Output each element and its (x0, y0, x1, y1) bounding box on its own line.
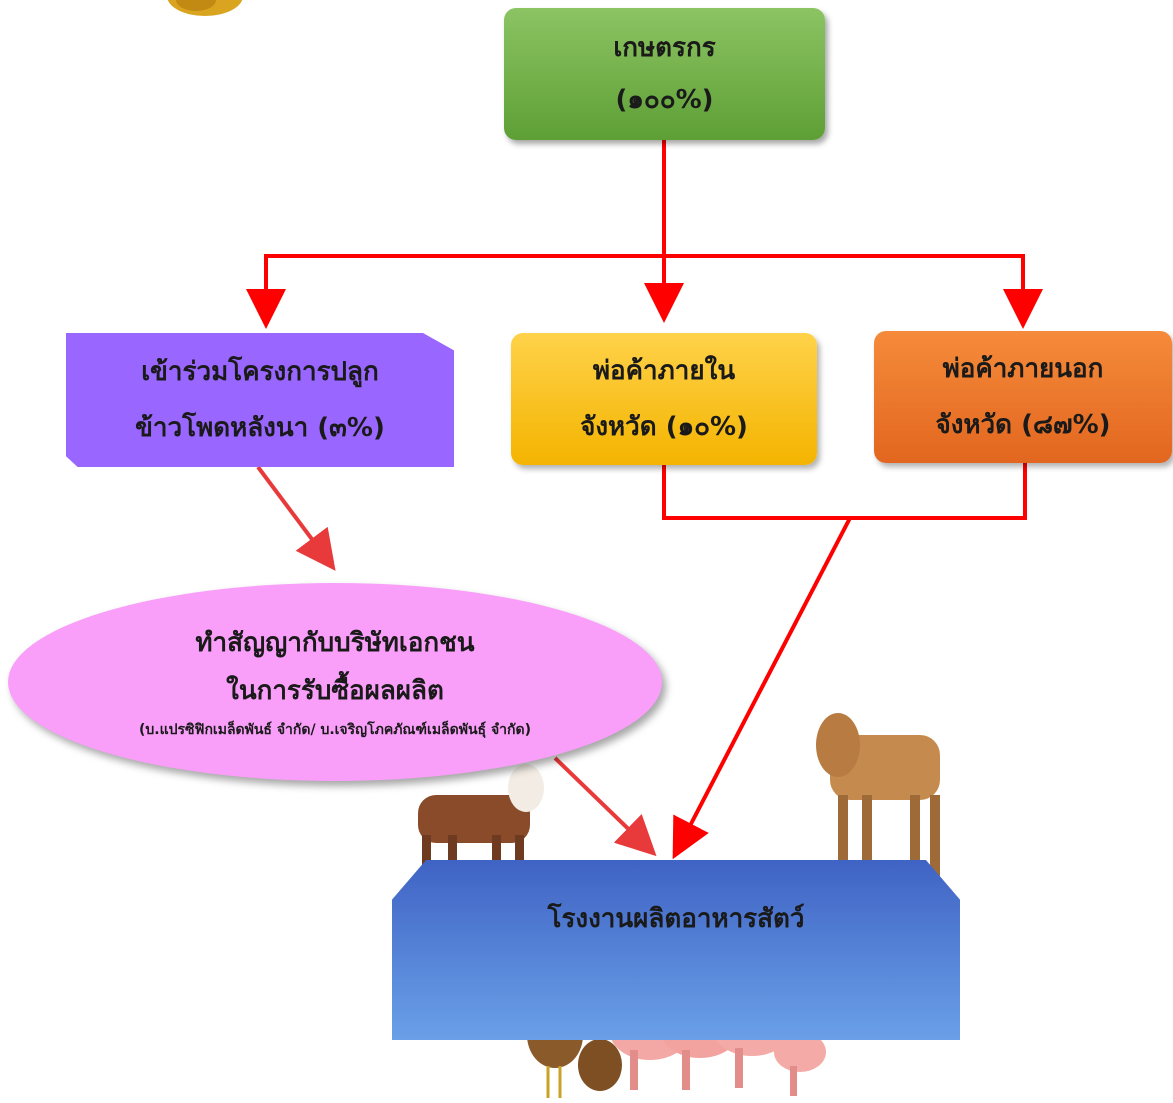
farmers-share: (๑๐๐%) (615, 85, 714, 115)
contract-ellipse: ทำสัญญากับบริษัทเอกชน ในการรับซื้อผลผลิต… (8, 583, 662, 781)
traders-to-factory-arrow (672, 517, 852, 860)
traders-join-line (662, 463, 1027, 520)
contract-line2: ในการรับซื้อผลผลิต (226, 676, 444, 706)
corn-icon (167, 0, 243, 16)
project-line2: ข้าวโพดหลังนา (๓%) (135, 413, 385, 443)
local-traders-box: พ่อค้าภายใน จังหวัด (๑๐%) (511, 333, 817, 465)
contract-to-factory-arrow (553, 756, 657, 857)
farmers-box: เกษตรกร (๑๐๐%) (504, 8, 825, 140)
factory-label: โรงงานผลิตอาหารสัตว์ (547, 904, 805, 934)
contract-line1: ทำสัญญากับบริษัทเอกชน (195, 628, 475, 658)
project-line1: เข้าร่วมโครงการปลูก (141, 357, 379, 387)
project-to-contract-arrow (256, 465, 336, 571)
outside-traders-box: พ่อค้าภายนอก จังหวัด (๘๗%) (874, 331, 1172, 463)
cow-icon (816, 713, 940, 885)
feed-factory-box: โรงงานผลิตอาหารสัตว์ (392, 860, 960, 1040)
local-traders-line2: จังหวัด (๑๐%) (580, 412, 748, 442)
outside-traders-line2: จังหวัด (๘๗%) (935, 410, 1111, 440)
project-box: เข้าร่วมโครงการปลูก ข้าวโพดหลังนา (๓%) (66, 333, 454, 467)
outside-traders-line1: พ่อค้าภายนอก (942, 354, 1104, 384)
local-traders-line1: พ่อค้าภายใน (592, 356, 736, 386)
contract-companies-note: (บ.แปรซิฟิกเมล็ดพันธ์ จำกัด/ บ.เจริญโภคภ… (139, 722, 531, 738)
farmers-title: เกษตรกร (613, 33, 716, 63)
